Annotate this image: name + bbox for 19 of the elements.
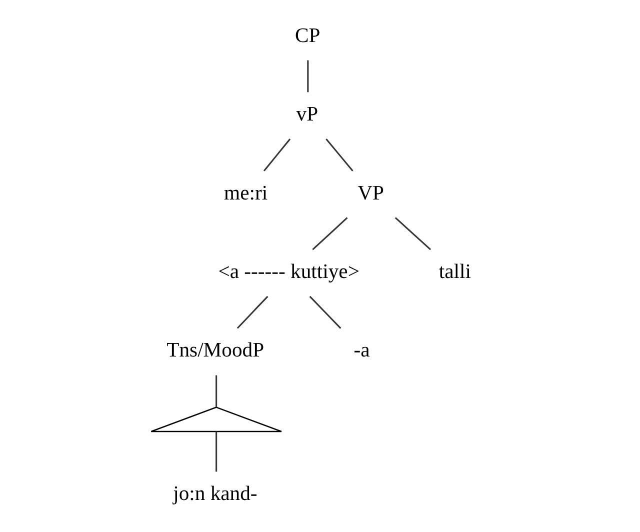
node-text: VP (357, 182, 384, 204)
connector (312, 217, 348, 250)
connector (308, 296, 341, 329)
connector (262, 138, 290, 172)
node-text: me:ri (224, 182, 268, 204)
node-text: CP (294, 24, 320, 47)
node-text: vP (296, 104, 318, 126)
connector (215, 375, 217, 408)
node-text: Tns/MoodP (166, 340, 264, 362)
node-text: -a (353, 340, 370, 362)
node-text: <a ------ kuttiye> (218, 261, 359, 283)
connector (394, 217, 431, 250)
node-text: talli (438, 261, 470, 283)
connector (215, 432, 217, 472)
connector (236, 296, 268, 329)
connector (325, 138, 353, 172)
connector (306, 60, 308, 92)
node-text: jo:n kand- (172, 482, 257, 505)
node-triangle (150, 406, 282, 432)
